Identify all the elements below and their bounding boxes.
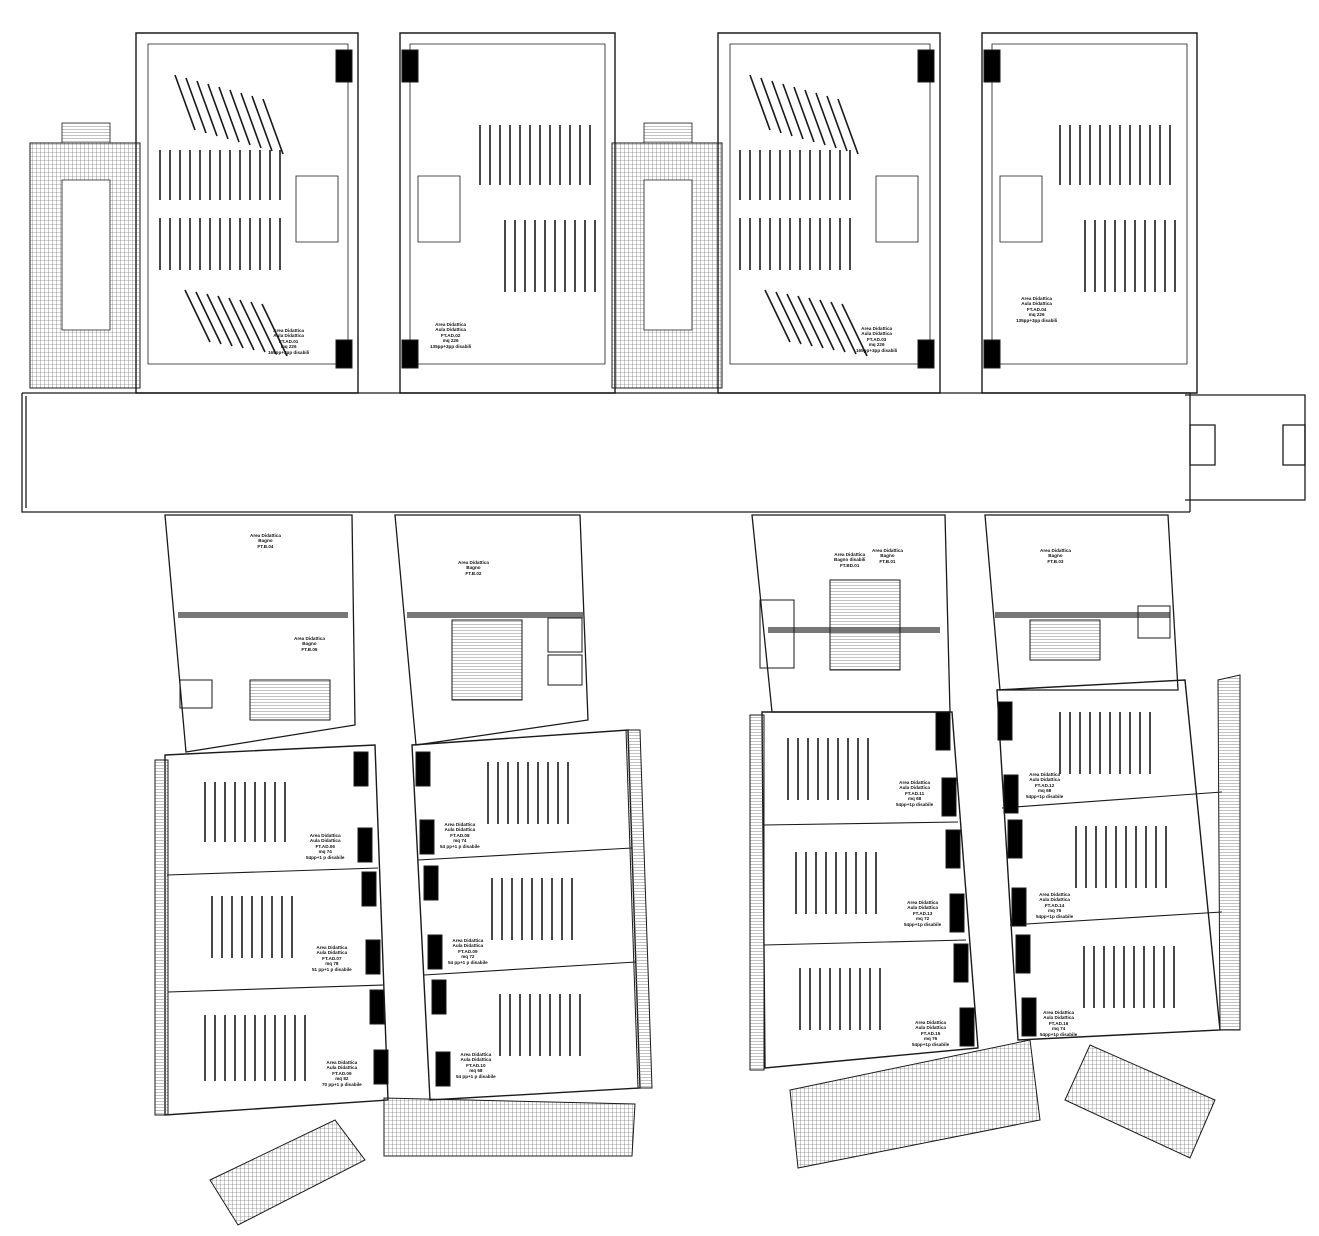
hall-ft-ad03 [718,33,940,393]
seat-row [197,81,217,136]
seat-row [252,96,272,151]
seat-row [831,302,856,354]
outdoor-stairs-south [210,1040,1215,1225]
seat-rows [160,75,1175,1081]
seat-row [783,84,803,139]
seat-row [229,298,254,350]
classrooms-se-east [997,675,1240,1040]
seat-row [219,87,239,142]
seat-row [776,292,801,344]
classrooms-sw-east [412,730,652,1100]
seat-row [798,296,823,348]
seat-row [772,81,792,136]
seat-row [218,296,243,348]
seat-row [185,290,210,342]
seat-row [262,304,287,356]
seat-row [208,84,228,139]
seat-row [196,292,221,344]
seat-row [251,302,276,354]
seat-row [805,90,825,145]
seat-row [761,78,781,133]
seat-row [794,87,814,142]
stair-block-west [30,123,140,388]
main-corridor [22,393,1305,512]
seat-row [816,93,836,148]
seat-row [241,93,261,148]
seat-row [263,99,283,154]
seat-row [827,96,847,151]
seat-row [765,290,790,342]
hall-ft-ad01 [136,33,358,393]
seat-row [240,300,265,352]
seat-row [842,304,867,356]
seat-row [787,294,812,346]
service-block-se [752,515,1178,712]
seat-row [820,300,845,352]
service-block-sw [165,515,588,752]
classrooms-se-west [750,712,978,1070]
seat-row [838,99,858,154]
hall-ft-ad02 [400,33,615,393]
stair-block-center [612,123,722,388]
seat-row [186,78,206,133]
seat-row [750,75,770,130]
seat-row [230,90,250,145]
hall-ft-ad04 [982,33,1197,393]
seat-row [175,75,195,130]
seat-row [809,298,834,350]
seat-row [207,294,232,346]
